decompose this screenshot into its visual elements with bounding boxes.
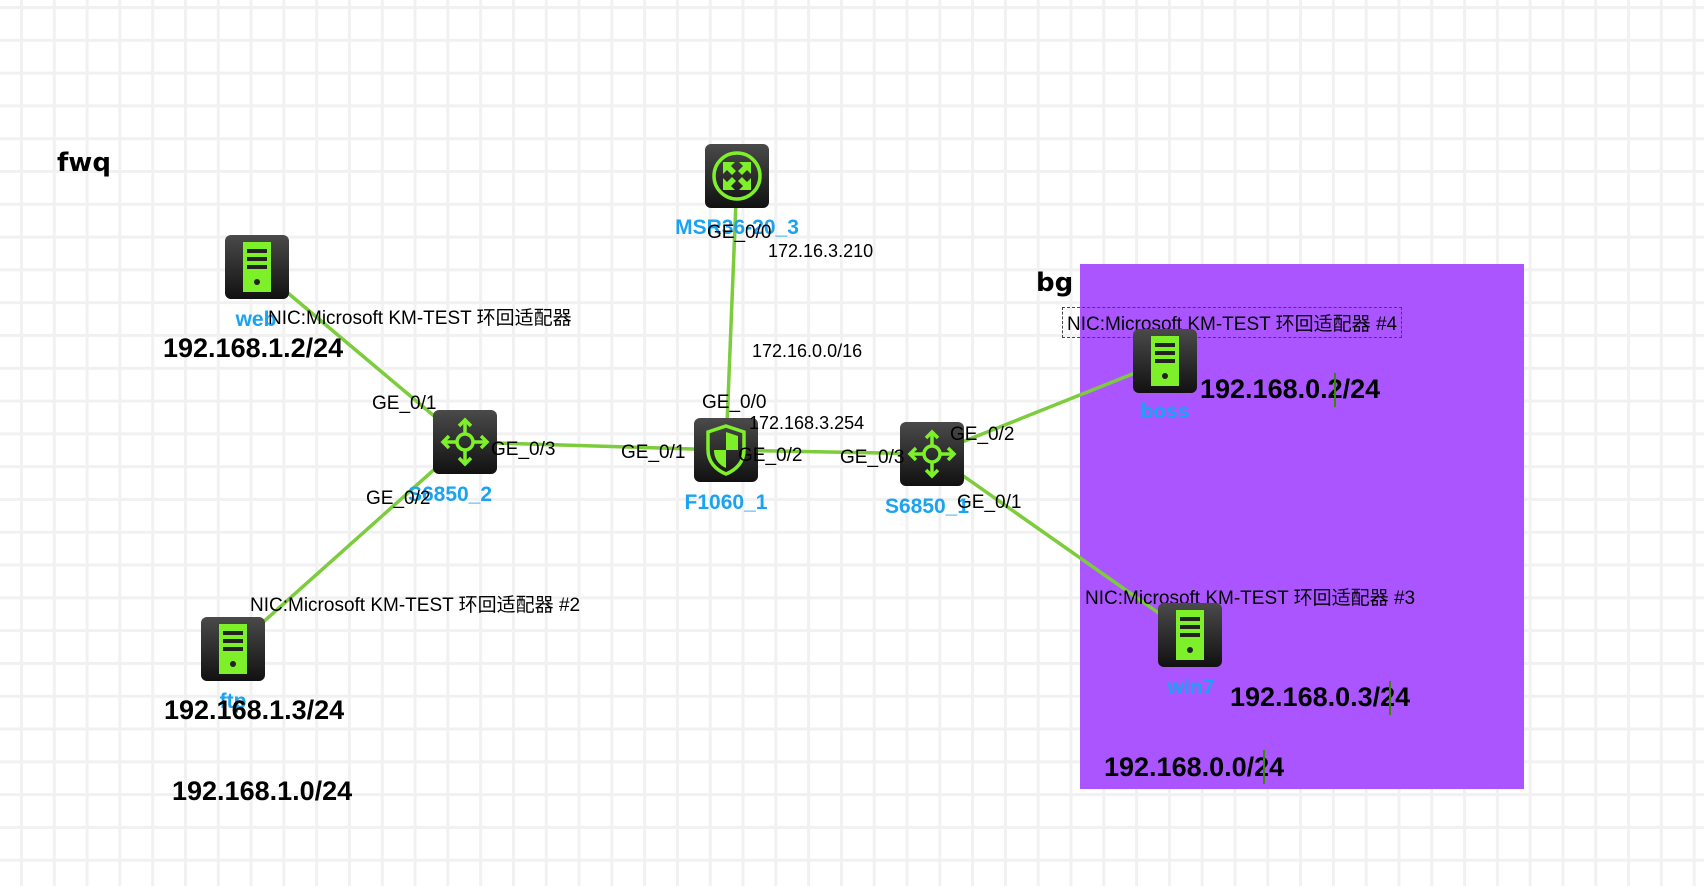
port-label-s2-ge01: GE_0/1	[372, 393, 437, 414]
area-title-bg: bg	[1036, 268, 1074, 298]
ip-label-ftp: 192.168.1.3/24	[164, 695, 345, 725]
device-f1060-1[interactable]	[694, 418, 758, 482]
device-name-boss: boss	[1140, 400, 1190, 423]
link-msr-f1060[interactable]	[724, 175, 739, 451]
link-s6850_1-win7[interactable]	[930, 452, 1192, 637]
server-icon	[219, 624, 247, 674]
switch-icon	[440, 417, 490, 467]
port-label-s2-ge02: GE_0/2	[366, 488, 431, 509]
ip-label-msr: 172.16.3.210	[768, 241, 874, 261]
server-icon	[243, 242, 271, 292]
subnet-label-fwq: 192.168.1.0/24	[172, 776, 353, 806]
port-label-f-ge01: GE_0/1	[621, 442, 686, 463]
link-web-s6850_2[interactable]	[255, 265, 467, 444]
port-label-msr-ge00: GE_0/0	[707, 222, 772, 243]
port-label-s1-ge02: GE_0/2	[950, 424, 1015, 445]
switch-icon	[907, 429, 957, 479]
network-label-172-16: 172.16.0.0/16	[752, 341, 863, 361]
device-s6850-2[interactable]	[433, 410, 497, 474]
ip-label-f1060: 172.168.3.254	[749, 413, 865, 433]
nic-label-win7: NIC:Microsoft KM-TEST 环回适配器 #3	[1085, 588, 1416, 609]
device-s6850-1[interactable]	[900, 422, 964, 486]
device-name-msr: MSR36-20_3	[675, 216, 799, 239]
text-cursor	[1334, 373, 1336, 407]
text-cursor	[1263, 750, 1265, 784]
subnet-label-bg: 192.168.0.0/24	[1104, 752, 1285, 782]
port-label-s1-ge03: GE_0/3	[840, 447, 905, 468]
device-name-s6850-1: S6850_1	[884, 495, 970, 518]
firewall-icon	[706, 424, 746, 476]
link-f1060-s6850_1[interactable]	[725, 448, 933, 456]
port-label-s1-ge01: GE_0/1	[957, 492, 1022, 513]
link-ftp-s6850_2[interactable]	[231, 440, 467, 651]
port-label-s2-ge03: GE_0/3	[491, 439, 556, 460]
device-name-ftp: ftp	[219, 690, 247, 713]
link-s6850_1-boss[interactable]	[931, 359, 1166, 456]
router-icon	[712, 151, 762, 201]
device-win7[interactable]	[1158, 603, 1222, 667]
device-boss[interactable]	[1133, 329, 1197, 393]
device-ftp[interactable]	[201, 617, 265, 681]
device-msr36-20-3[interactable]	[705, 144, 769, 208]
server-icon	[1176, 610, 1204, 660]
device-name-web: web	[235, 308, 277, 331]
device-web[interactable]	[225, 235, 289, 299]
device-name-f1060: F1060_1	[684, 491, 768, 514]
device-name-s6850-2: S6850_2	[407, 483, 493, 506]
nic-label-ftp: NIC:Microsoft KM-TEST 环回适配器 #2	[250, 595, 581, 616]
ip-label-boss: 192.168.0.2/24	[1200, 374, 1381, 404]
link-s6850_2-f1060[interactable]	[464, 440, 727, 452]
device-name-win7: win7	[1167, 676, 1215, 699]
ip-label-web: 192.168.1.2/24	[163, 333, 344, 363]
server-icon	[1151, 336, 1179, 386]
nic-label-boss[interactable]: NIC:Microsoft KM-TEST 环回适配器 #4	[1062, 307, 1403, 338]
area-title-fwq: fwq	[57, 148, 111, 178]
port-label-f-ge00: GE_0/0	[702, 392, 767, 413]
port-label-f-ge02: GE_0/2	[738, 445, 803, 466]
ip-label-win7: 192.168.0.3/24	[1230, 682, 1411, 712]
text-cursor	[1389, 681, 1391, 715]
nic-label-web: NIC:Microsoft KM-TEST 环回适配器	[268, 308, 572, 329]
